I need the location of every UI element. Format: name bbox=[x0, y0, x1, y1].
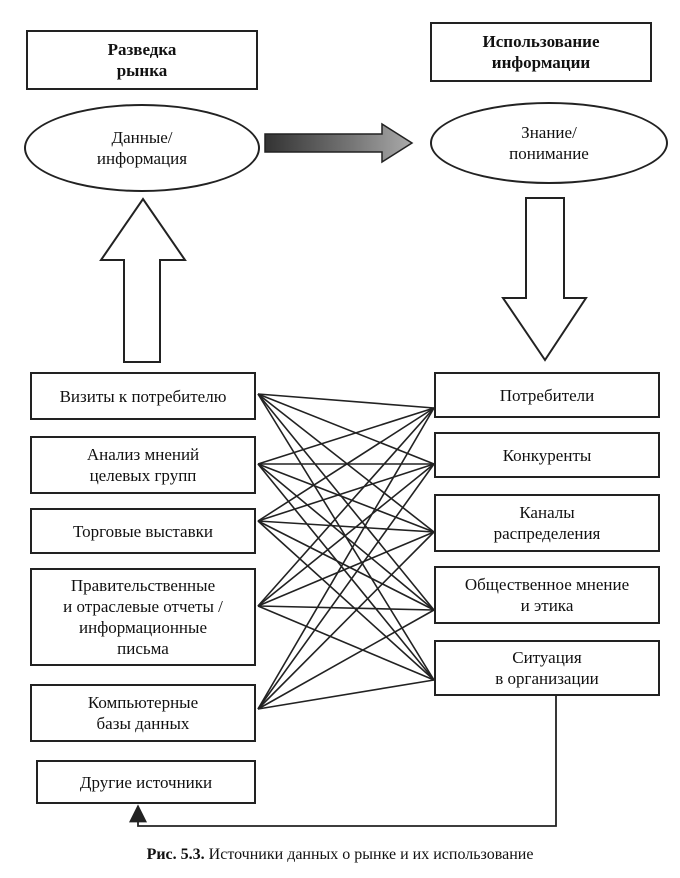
use-distribution-channels: Каналы распределения bbox=[434, 494, 660, 552]
link-source-0-use-3 bbox=[257, 393, 435, 611]
link-source-1-use-2 bbox=[257, 463, 435, 533]
link-source-3-use-1 bbox=[257, 463, 435, 607]
link-source-0-use-1 bbox=[257, 393, 435, 465]
source-trade-shows: Торговые выставки bbox=[30, 508, 256, 554]
link-source-2-use-4 bbox=[257, 520, 435, 681]
link-lines bbox=[257, 393, 435, 710]
source-focus-groups: Анализ мнений целевых групп bbox=[30, 436, 256, 494]
figure-caption-text: Источники данных о рынке и их использова… bbox=[208, 846, 534, 863]
use-competitors: Конкуренты bbox=[434, 432, 660, 478]
shaded-right-arrow bbox=[264, 122, 414, 164]
link-source-3-use-2 bbox=[257, 531, 435, 607]
link-source-4-use-4 bbox=[257, 679, 435, 710]
figure-caption: Рис. 5.3. Источники данных о рынке и их … bbox=[0, 846, 680, 864]
link-source-1-use-0 bbox=[257, 407, 435, 465]
use-customers: Потребители bbox=[434, 372, 660, 418]
up-arrow bbox=[99, 197, 187, 363]
link-source-2-use-3 bbox=[257, 520, 435, 611]
link-source-3-use-4 bbox=[257, 605, 435, 681]
feedback-line bbox=[129, 694, 557, 827]
link-source-4-use-1 bbox=[257, 463, 435, 710]
figure-caption-label: Рис. 5.3. bbox=[146, 846, 205, 863]
link-source-0-use-0 bbox=[257, 393, 435, 409]
down-arrow bbox=[501, 197, 588, 362]
use-organization-situation: Ситуация в организации bbox=[434, 640, 660, 696]
source-other: Другие источники bbox=[36, 760, 256, 804]
use-public-opinion-ethics: Общественное мнение и этика bbox=[434, 566, 660, 624]
header-information-use: Использование информации bbox=[430, 22, 652, 82]
link-source-2-use-2 bbox=[257, 520, 435, 533]
link-source-2-use-0 bbox=[257, 407, 435, 522]
source-computer-databases: Компьютерные базы данных bbox=[30, 684, 256, 742]
header-market-intelligence: Разведка рынка bbox=[26, 30, 258, 90]
link-source-4-use-3 bbox=[257, 609, 435, 710]
source-customer-visits: Визиты к потребителю bbox=[30, 372, 256, 420]
link-source-1-use-4 bbox=[257, 463, 435, 681]
link-source-3-use-3 bbox=[257, 605, 435, 611]
link-source-1-use-3 bbox=[257, 463, 435, 611]
link-source-2-use-1 bbox=[257, 463, 435, 522]
link-source-0-use-2 bbox=[257, 393, 435, 533]
ellipse-knowledge-understanding: Знание/ понимание bbox=[430, 102, 668, 184]
link-source-4-use-0 bbox=[257, 407, 435, 710]
link-source-3-use-0 bbox=[257, 407, 435, 607]
link-source-4-use-2 bbox=[257, 531, 435, 710]
ellipse-data-information: Данные/ информация bbox=[24, 104, 260, 192]
source-government-reports: Правительственные и отраслевые отчеты / … bbox=[30, 568, 256, 666]
